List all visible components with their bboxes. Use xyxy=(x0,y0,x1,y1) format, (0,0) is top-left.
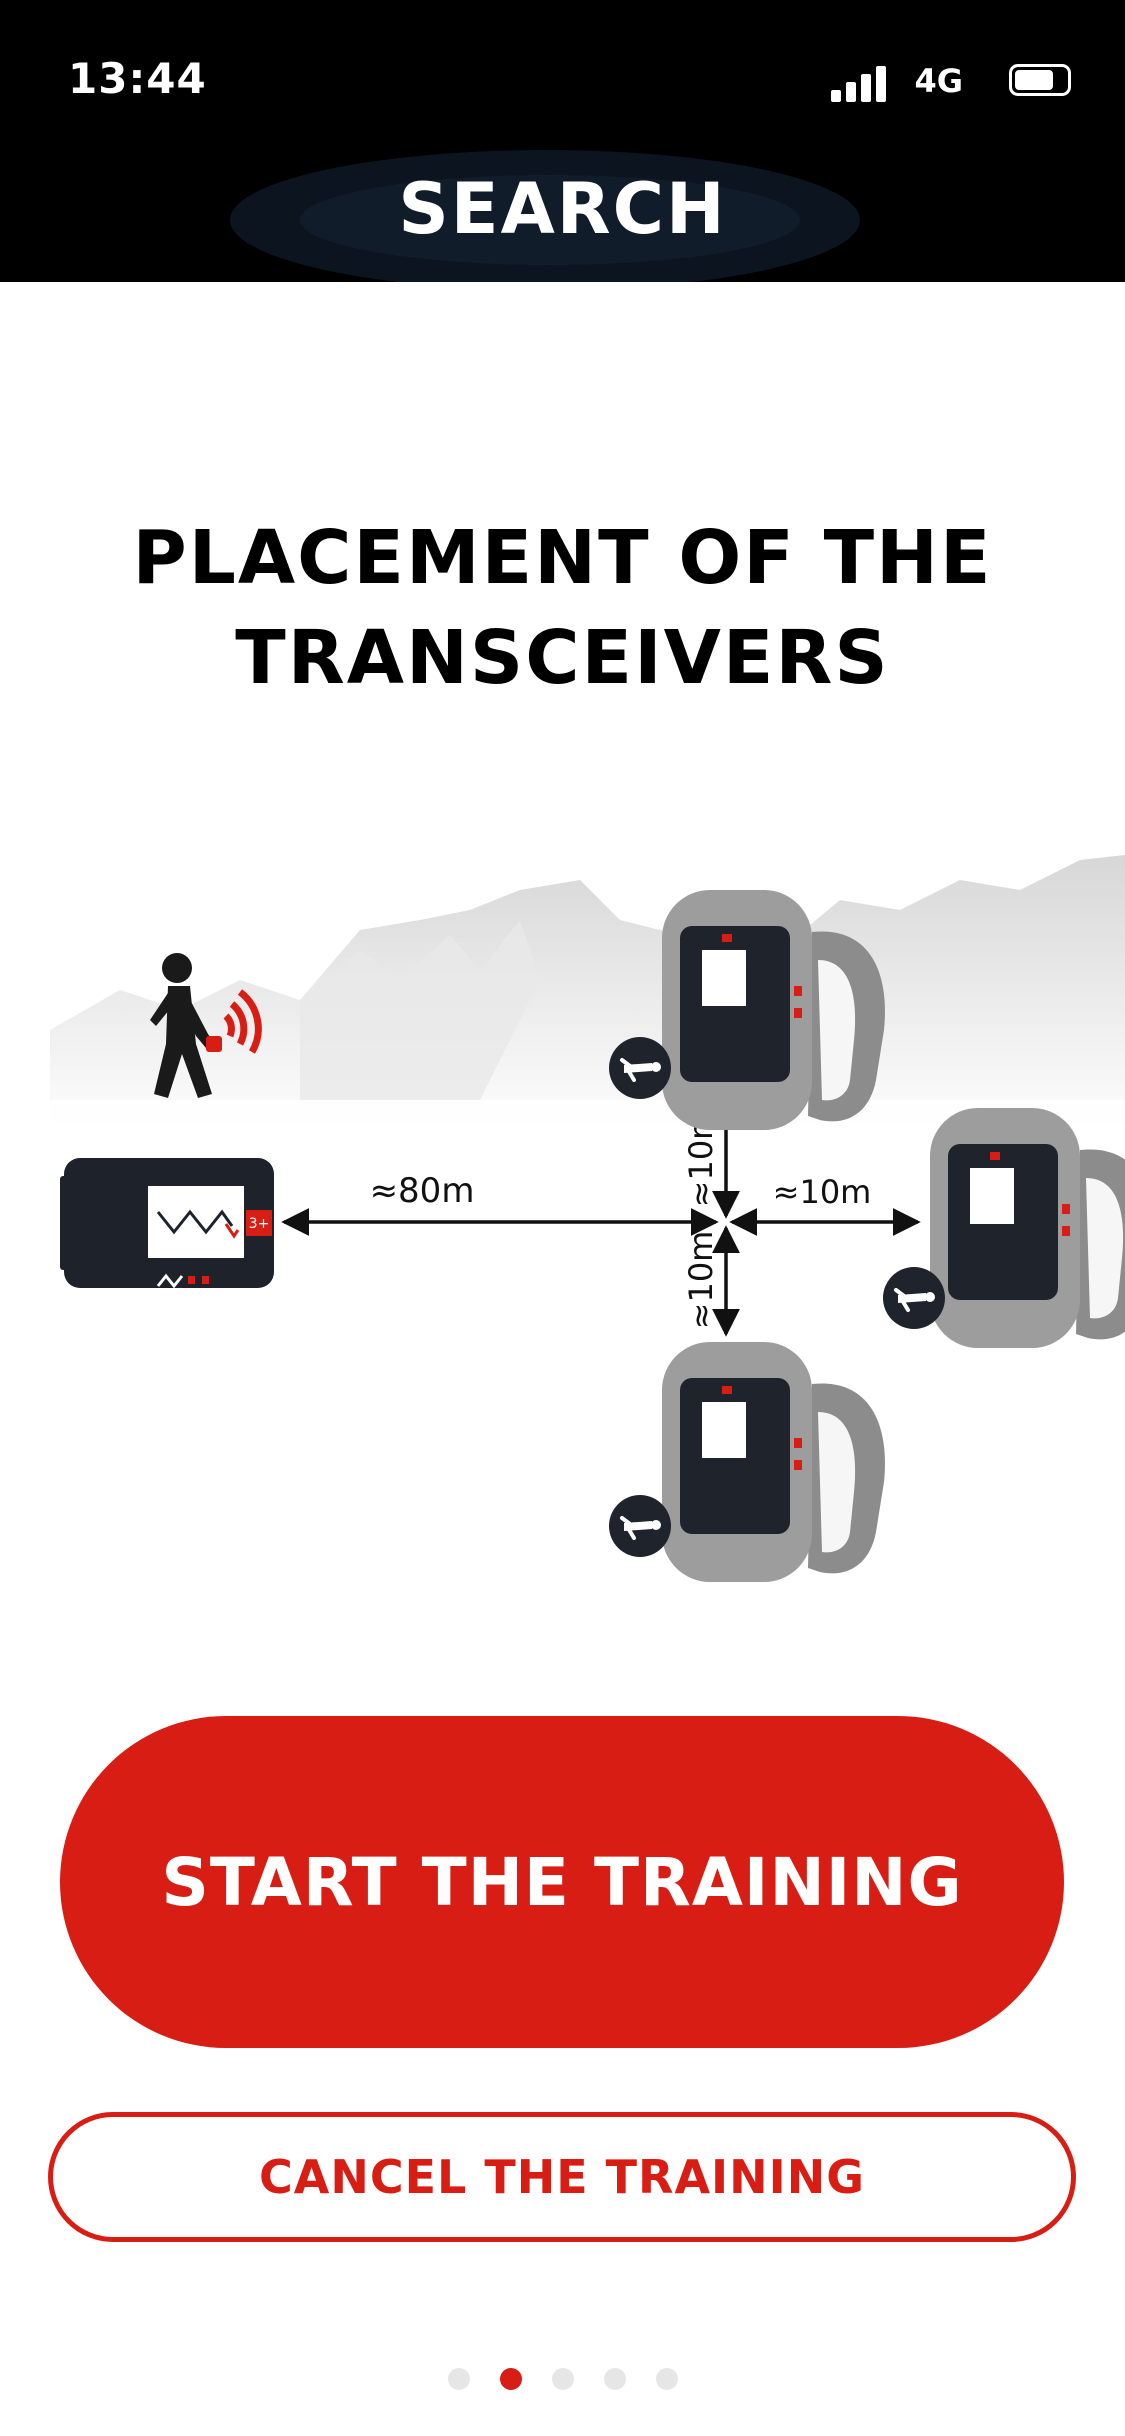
handheld-transceiver-icon xyxy=(206,989,262,1054)
cancel-training-button[interactable]: CANCEL THE TRAINING xyxy=(48,2112,1076,2242)
distance-label-right: ≈10m xyxy=(773,1173,872,1211)
page-title: PLACEMENT OF THE TRANSCEIVERS xyxy=(60,508,1065,708)
svg-text:3+: 3+ xyxy=(249,1216,270,1232)
page-dot-1[interactable] xyxy=(447,2368,470,2390)
buried-victim-icon xyxy=(607,1493,673,1559)
walking-person-icon xyxy=(150,953,214,1098)
page-title-line-2: TRANSCEIVERS xyxy=(235,615,890,701)
mountain-background xyxy=(50,855,1125,1140)
status-time: 13:44 xyxy=(68,54,207,103)
distance-label-down: ≈10m xyxy=(682,1231,720,1330)
page-title-line-1: PLACEMENT OF THE xyxy=(132,515,993,601)
placement-illustration: ≈80m ≈10m ≈10m ≈10m 3+ xyxy=(40,855,1125,1582)
page-dot-3[interactable] xyxy=(551,2368,574,2390)
page-dot-5[interactable] xyxy=(655,2368,678,2390)
start-training-button[interactable]: START THE TRAINING xyxy=(60,1716,1064,2048)
header-decoration xyxy=(300,175,800,265)
page-dot-4[interactable] xyxy=(603,2368,626,2390)
backpack-transceiver-icon-bottom xyxy=(662,1342,885,1582)
buried-victim-icon xyxy=(607,1035,673,1101)
distance-label-80m: ≈80m xyxy=(370,1171,475,1211)
header-title: SEARCH xyxy=(398,168,727,250)
network-type: 4G xyxy=(914,62,963,100)
page-dot-2[interactable] xyxy=(499,2368,522,2390)
page-indicator xyxy=(0,2368,1125,2392)
battery-icon xyxy=(1009,64,1071,96)
buried-victim-icon xyxy=(881,1265,947,1331)
searching-transceiver-icon: 3+ xyxy=(60,1158,274,1289)
app-header: 13:44 4G SEARCH xyxy=(0,0,1125,282)
signal-strength-icon xyxy=(831,66,887,102)
